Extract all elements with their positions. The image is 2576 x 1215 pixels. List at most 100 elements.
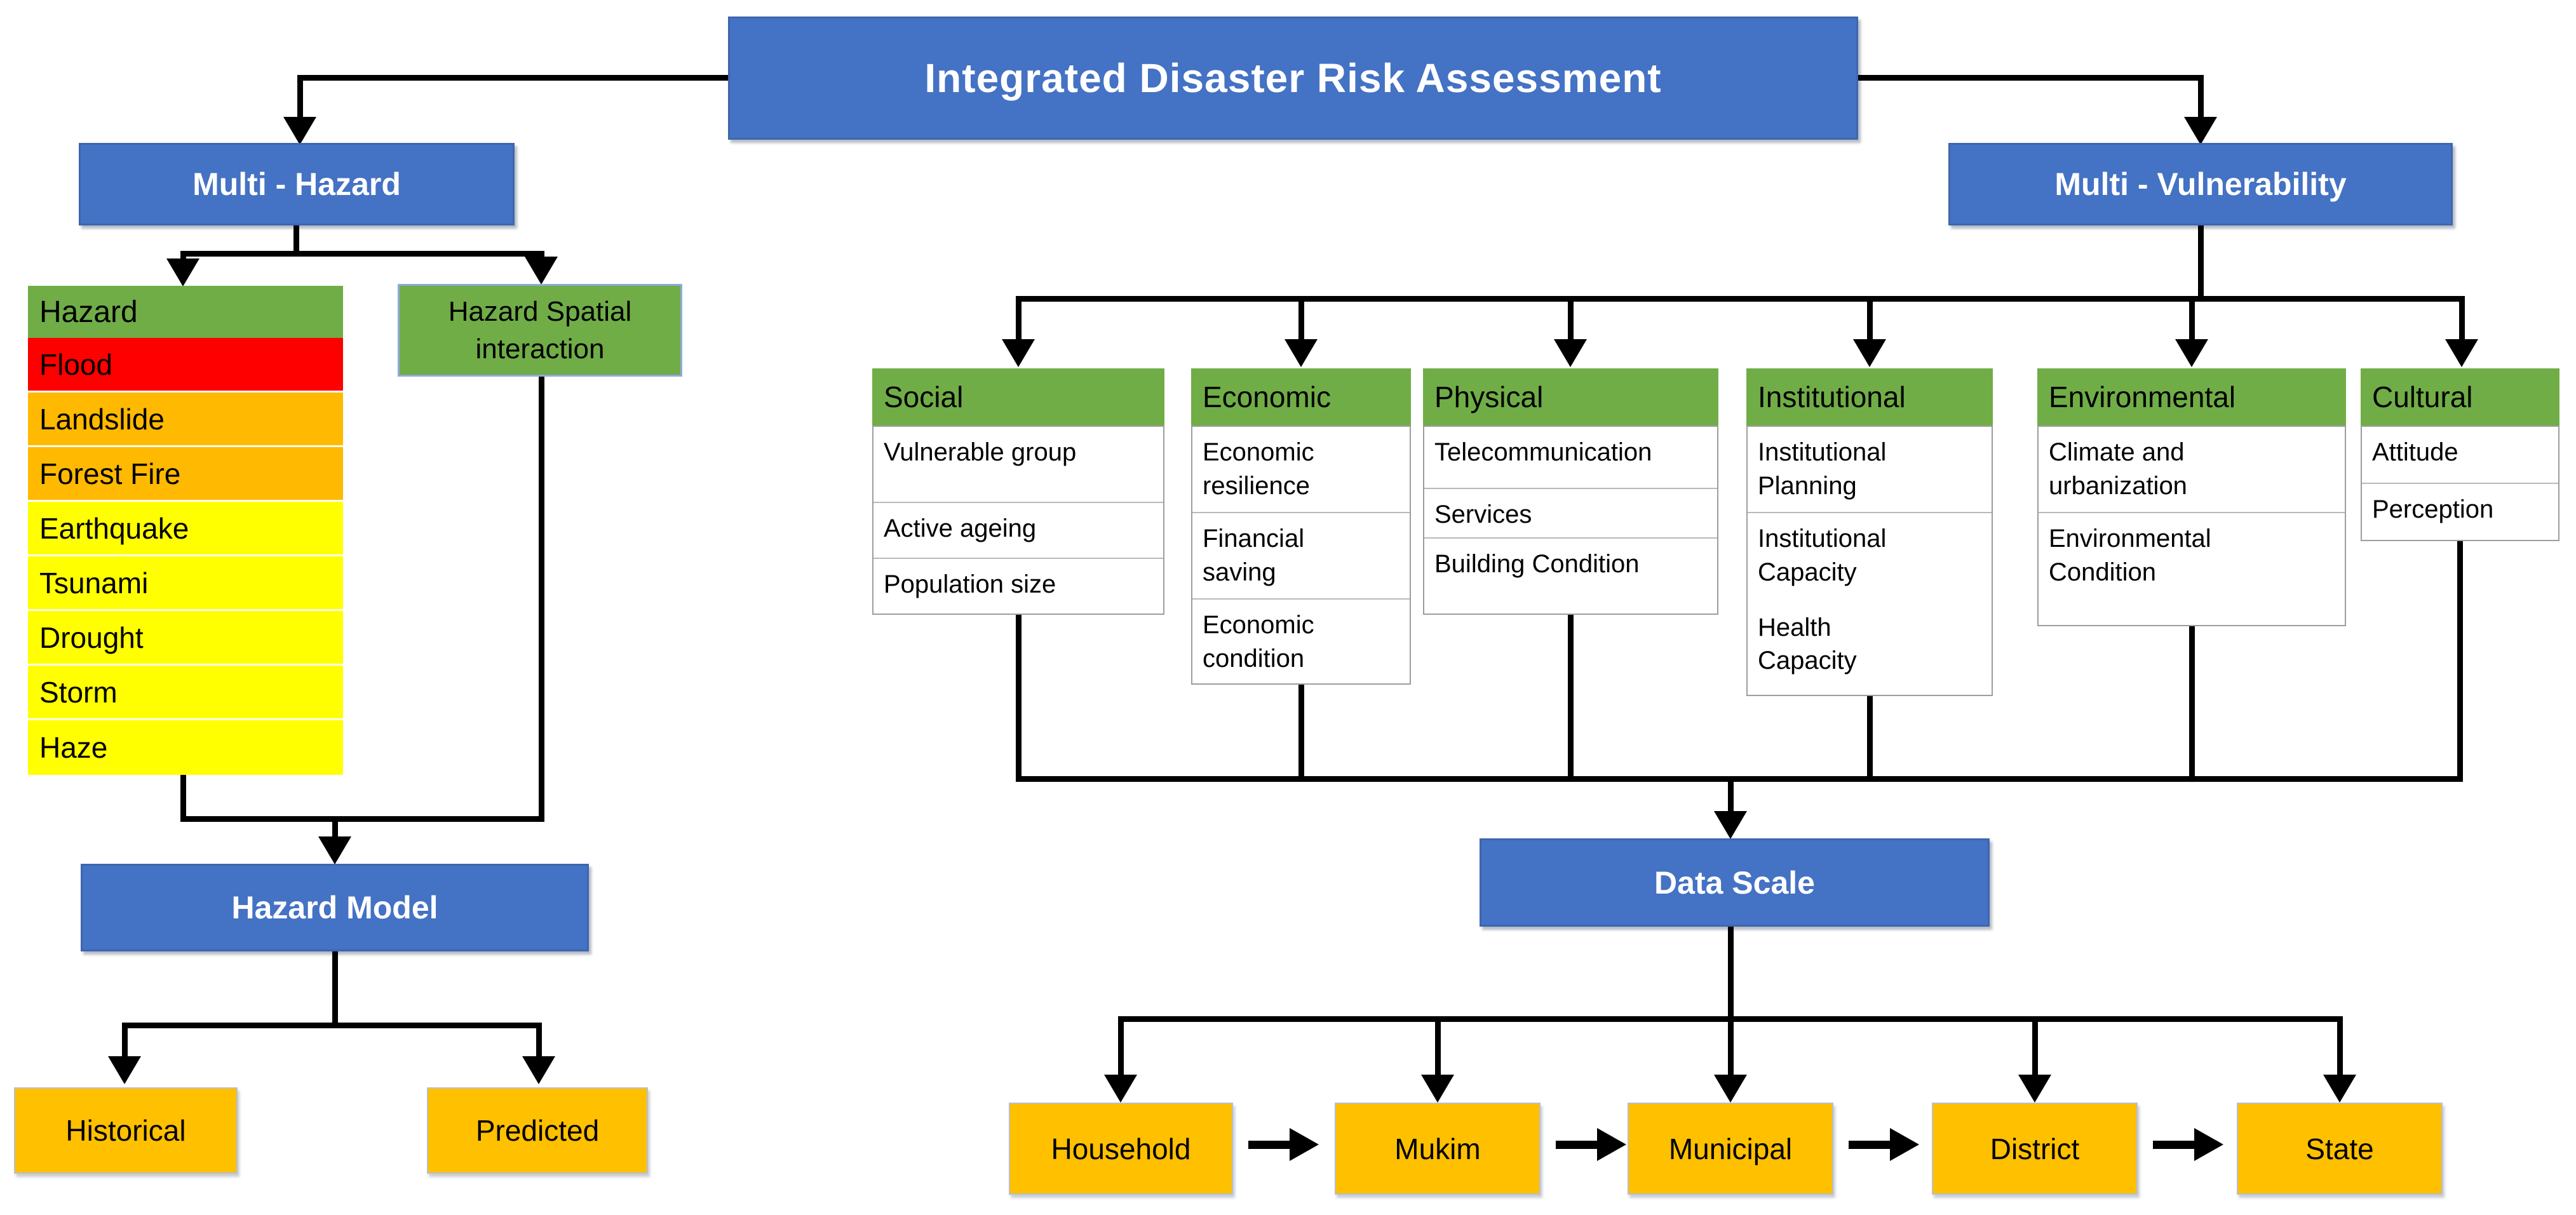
connector-drop-vulnerability: [2198, 75, 2204, 121]
column-body-institutional: Institutional Planning Institutional Cap…: [1746, 426, 1993, 696]
arrowhead-right: [2194, 1128, 2223, 1161]
connector: [1867, 296, 1873, 341]
hazard-row-drought: Drought: [28, 611, 343, 666]
column-item: Perception: [2372, 495, 2494, 523]
connector: [1568, 296, 1574, 341]
column-body-physical: Telecommunication Services Building Cond…: [1423, 426, 1718, 615]
arrowhead-down: [525, 257, 558, 285]
arrowhead-down: [1714, 1075, 1747, 1103]
connector: [2459, 296, 2465, 341]
scale-box-household: Household: [1009, 1103, 1233, 1195]
connector: [1248, 1141, 1290, 1149]
connector: [1435, 1016, 1441, 1076]
connector: [2189, 626, 2195, 776]
connector: [536, 1023, 542, 1057]
connector: [1728, 927, 1734, 1016]
connector: [180, 251, 544, 257]
arrowhead-down: [108, 1056, 141, 1084]
arrowhead-down: [2184, 117, 2217, 145]
connector: [1849, 1141, 1890, 1149]
arrowhead-down: [166, 258, 199, 286]
hazard-row-tsunami: Tsunami: [28, 556, 343, 611]
column-item: Building Condition: [1434, 550, 1640, 578]
connector: [2032, 1016, 2038, 1076]
column-header-social: Social: [872, 368, 1164, 426]
column-item: Institutional Planning: [1748, 427, 1992, 513]
multi-hazard-box: Multi - Hazard: [79, 143, 515, 225]
connector-title-to-hazard: [297, 75, 728, 81]
column-item: Telecommunication: [1424, 427, 1717, 489]
historical-box: Historical: [14, 1087, 238, 1174]
hazard-row-landslide: Landslide: [28, 393, 343, 447]
arrowhead-down: [2445, 339, 2478, 367]
column-header-institutional: Institutional: [1746, 368, 1993, 426]
arrowhead-down: [2018, 1075, 2051, 1103]
column-body-social: Vulnerable group Active ageing Populatio…: [872, 426, 1164, 615]
arrowhead-right: [1890, 1128, 1919, 1161]
hazard-row-flood: Flood: [28, 338, 343, 393]
connector: [1728, 782, 1734, 813]
connector: [332, 951, 338, 1023]
hazard-table-header: Hazard: [28, 286, 343, 338]
column-item: Environmental Condition: [2049, 525, 2211, 586]
hazard-model-box: Hazard Model: [81, 864, 589, 951]
column-header-physical: Physical: [1423, 368, 1718, 426]
connector: [122, 1023, 128, 1057]
connector: [1568, 615, 1574, 776]
column-header-environmental: Environmental: [2037, 368, 2346, 426]
connector: [1016, 296, 1022, 341]
connector: [2337, 1016, 2343, 1076]
column-item: Financial saving: [1192, 513, 1410, 600]
connector: [1016, 615, 1022, 776]
connector: [1118, 1016, 1124, 1076]
scale-box-municipal: Municipal: [1628, 1103, 1833, 1195]
multi-vulnerability-box: Multi - Vulnerability: [1948, 143, 2453, 225]
column-item: Attitude: [2362, 427, 2558, 484]
hazard-spatial-interaction-box: Hazard Spatial interaction: [398, 284, 682, 377]
column-header-economic: Economic: [1191, 368, 1411, 426]
hazard-row-forest-fire: Forest Fire: [28, 447, 343, 502]
arrowhead-down: [2175, 339, 2208, 367]
connector: [332, 822, 338, 840]
connector: [1298, 296, 1304, 341]
arrowhead-down: [1853, 339, 1886, 367]
data-scale-box: Data Scale: [1480, 838, 1990, 927]
scale-box-mukim: Mukim: [1335, 1103, 1541, 1195]
column-item: Economic condition: [1203, 611, 1314, 673]
title-box: Integrated Disaster Risk Assessment: [728, 17, 1858, 140]
column-item: Services: [1424, 489, 1717, 539]
arrowhead-down: [522, 1056, 555, 1084]
hazard-row-storm: Storm: [28, 666, 343, 720]
arrowhead-down: [1285, 339, 1318, 367]
connector-distribution: [1016, 296, 2465, 302]
arrowhead-down: [283, 117, 316, 145]
arrowhead-down: [1421, 1075, 1454, 1103]
connector: [2153, 1141, 2194, 1149]
scale-box-district: District: [1932, 1103, 2138, 1195]
column-body-cultural: Attitude Perception: [2361, 426, 2559, 541]
connector: [1556, 1141, 1597, 1149]
connector: [1867, 696, 1873, 776]
column-item: Vulnerable group: [873, 427, 1163, 503]
column-item: Population size: [884, 570, 1056, 598]
connector: [180, 775, 186, 822]
column-header-cultural: Cultural: [2361, 368, 2559, 426]
connector: [1298, 685, 1304, 776]
connector: [539, 251, 544, 260]
column-item: Climate and urbanization: [2039, 427, 2345, 513]
connector: [2189, 296, 2195, 341]
scale-box-state: State: [2237, 1103, 2443, 1195]
connector: [539, 377, 544, 822]
column-body-economic: Economic resilience Financial saving Eco…: [1191, 426, 1411, 685]
connector-collector: [1016, 776, 2463, 782]
arrowhead-down: [2323, 1075, 2356, 1103]
arrowhead-down: [1554, 339, 1587, 367]
connector-drop-hazard: [297, 75, 303, 121]
column-item: Institutional Capacity: [1758, 525, 1887, 586]
connector: [1728, 1016, 1734, 1076]
arrowhead-right: [1290, 1128, 1319, 1161]
connector: [122, 1023, 541, 1028]
connector: [180, 251, 186, 262]
connector: [2198, 225, 2204, 299]
